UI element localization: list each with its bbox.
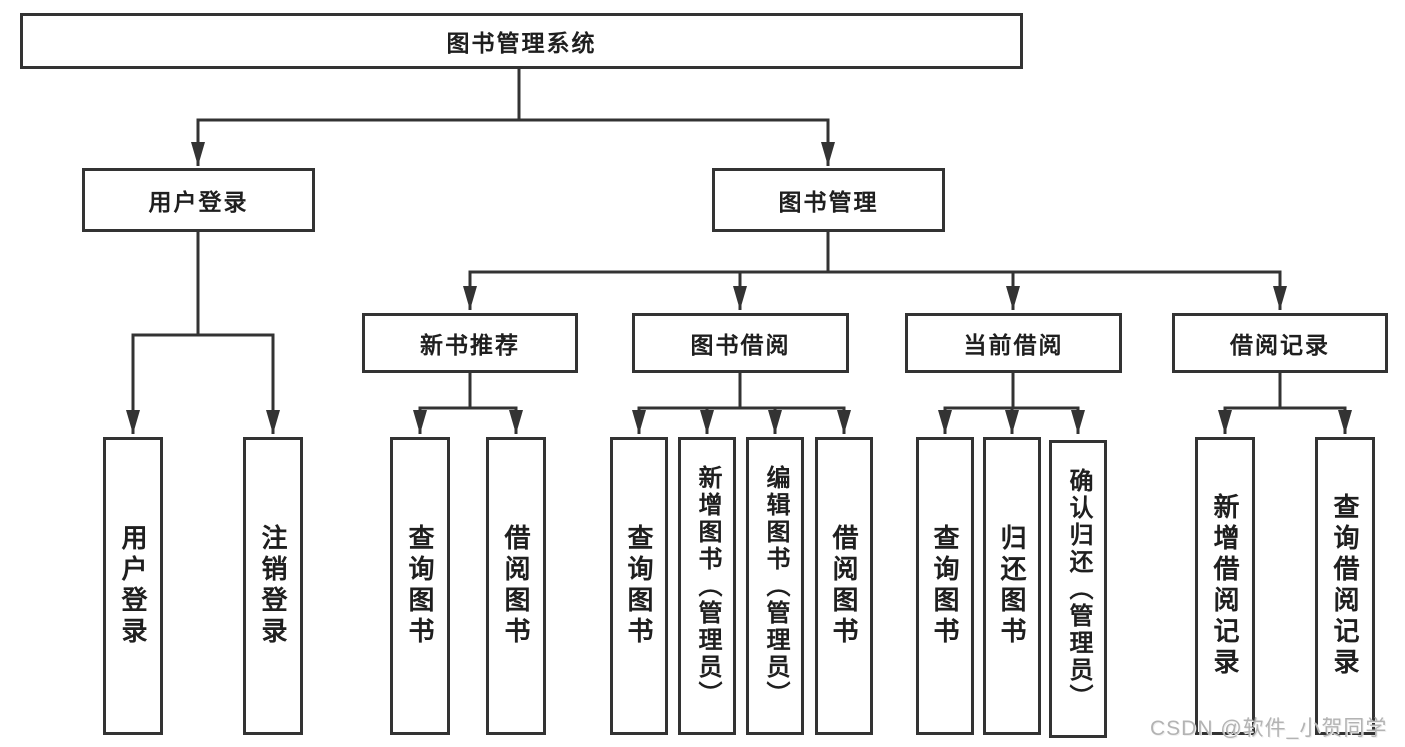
watermark: CSDN @软件_小贺同学 <box>1150 717 1388 740</box>
node-leaf-confirm-return-admin: 确认归还（管理员） <box>1049 440 1107 738</box>
leaf-label: 归还图书 <box>997 524 1027 648</box>
leaf-label: 查询图书 <box>930 524 960 648</box>
node-leaf-borrow-books-borrow: 借阅图书 <box>815 437 873 735</box>
leaf-label: 借阅图书 <box>829 524 859 648</box>
leaf-label: 确认归还（管理员） <box>1065 467 1092 711</box>
node-leaf-edit-book-admin: 编辑图书（管理员） <box>746 437 804 735</box>
node-user-login-branch: 用户登录 <box>82 168 315 232</box>
node-root: 图书管理系统 <box>20 13 1023 69</box>
leaf-label: 注销登录 <box>258 524 288 648</box>
node-leaf-user-login: 用户登录 <box>103 437 163 735</box>
node-current-borrowing: 当前借阅 <box>905 313 1122 373</box>
node-borrowing-records: 借阅记录 <box>1172 313 1388 373</box>
leaf-label: 新增借阅记录 <box>1210 493 1240 679</box>
leaf-label: 借阅图书 <box>501 524 531 648</box>
node-leaf-logout: 注销登录 <box>243 437 303 735</box>
leaf-label: 查询图书 <box>624 524 654 648</box>
node-book-management-branch: 图书管理 <box>712 168 945 232</box>
node-leaf-query-books-recommend: 查询图书 <box>390 437 450 735</box>
leaf-label: 编辑图书（管理员） <box>762 464 789 708</box>
node-leaf-add-borrow-record: 新增借阅记录 <box>1195 437 1255 735</box>
node-book-borrowing: 图书借阅 <box>632 313 849 373</box>
leaf-label: 查询图书 <box>405 524 435 648</box>
node-leaf-query-books-borrow: 查询图书 <box>610 437 668 735</box>
node-leaf-borrow-books-recommend: 借阅图书 <box>486 437 546 735</box>
node-leaf-query-books-current: 查询图书 <box>916 437 974 735</box>
node-new-book-recommend: 新书推荐 <box>362 313 578 373</box>
leaf-label: 用户登录 <box>118 524 148 648</box>
node-leaf-add-book-admin: 新增图书（管理员） <box>678 437 736 735</box>
node-leaf-return-books: 归还图书 <box>983 437 1041 735</box>
leaf-label: 查询借阅记录 <box>1330 493 1360 679</box>
node-leaf-query-borrow-record: 查询借阅记录 <box>1315 437 1375 735</box>
leaf-label: 新增图书（管理员） <box>694 464 721 708</box>
